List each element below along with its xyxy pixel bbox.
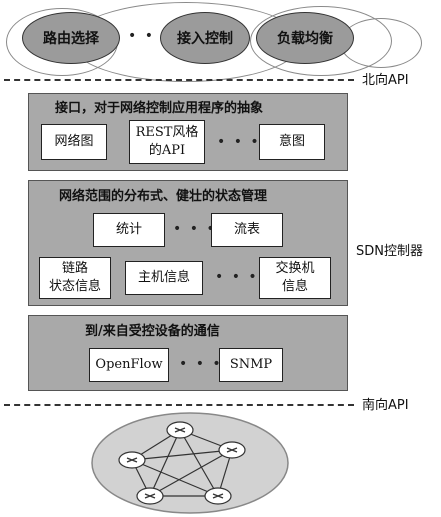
sdn-controller-label: SDN控制器 — [356, 244, 423, 259]
comm-dots: • • • — [179, 356, 223, 372]
interface-layer: 接口，对于网络控制应用程序的抽象 网络图 REST风格 的API • • • 意… — [28, 93, 348, 171]
switch-nodes — [118, 421, 246, 505]
switch-info-box: 交换机 信息 — [259, 257, 331, 299]
flow-table-box: 流表 — [211, 213, 283, 247]
statistics-box: 统计 — [93, 213, 165, 247]
switch-icon — [204, 487, 232, 505]
openflow-box: OpenFlow — [89, 348, 169, 382]
interface-layer-title: 接口，对于网络控制应用程序的抽象 — [55, 101, 264, 116]
northbound-api-label: 北向API — [362, 73, 409, 88]
northbound-divider — [4, 79, 354, 81]
intent-box: 意图 — [259, 124, 325, 160]
rest-api-box: REST风格 的API — [129, 120, 205, 164]
network-graph-box: 网络图 — [41, 124, 107, 160]
network-cloud — [91, 412, 289, 514]
state-dots-row2: • • • — [215, 269, 259, 285]
switch-network-diagram — [91, 412, 289, 514]
state-layer: 网络范围的分布式、健壮的状态管理 统计 • • • 流表 链路 状态信息 主机信… — [28, 180, 348, 306]
comm-layer: 到/来自受控设备的通信 OpenFlow • • • SNMP — [28, 315, 348, 391]
app-routing: 路由选择 — [22, 12, 120, 64]
app-load-balancing: 负载均衡 — [256, 12, 354, 64]
state-dots-row1: • • • — [173, 221, 217, 237]
switch-icon — [136, 487, 164, 505]
app-dots: • • • — [128, 28, 172, 44]
switch-icon — [118, 451, 146, 469]
host-info-box: 主机信息 — [125, 261, 203, 295]
app-access-control: 接入控制 — [160, 12, 250, 64]
state-layer-title: 网络范围的分布式、健壮的状态管理 — [59, 189, 268, 204]
southbound-api-label: 南向API — [362, 398, 409, 413]
interface-dots: • • • — [217, 134, 261, 150]
comm-layer-title: 到/来自受控设备的通信 — [85, 324, 220, 339]
link-state-box: 链路 状态信息 — [39, 257, 111, 299]
switch-icon — [218, 441, 246, 459]
southbound-divider — [4, 404, 354, 406]
snmp-box: SNMP — [219, 348, 283, 382]
switch-icon — [166, 421, 194, 439]
